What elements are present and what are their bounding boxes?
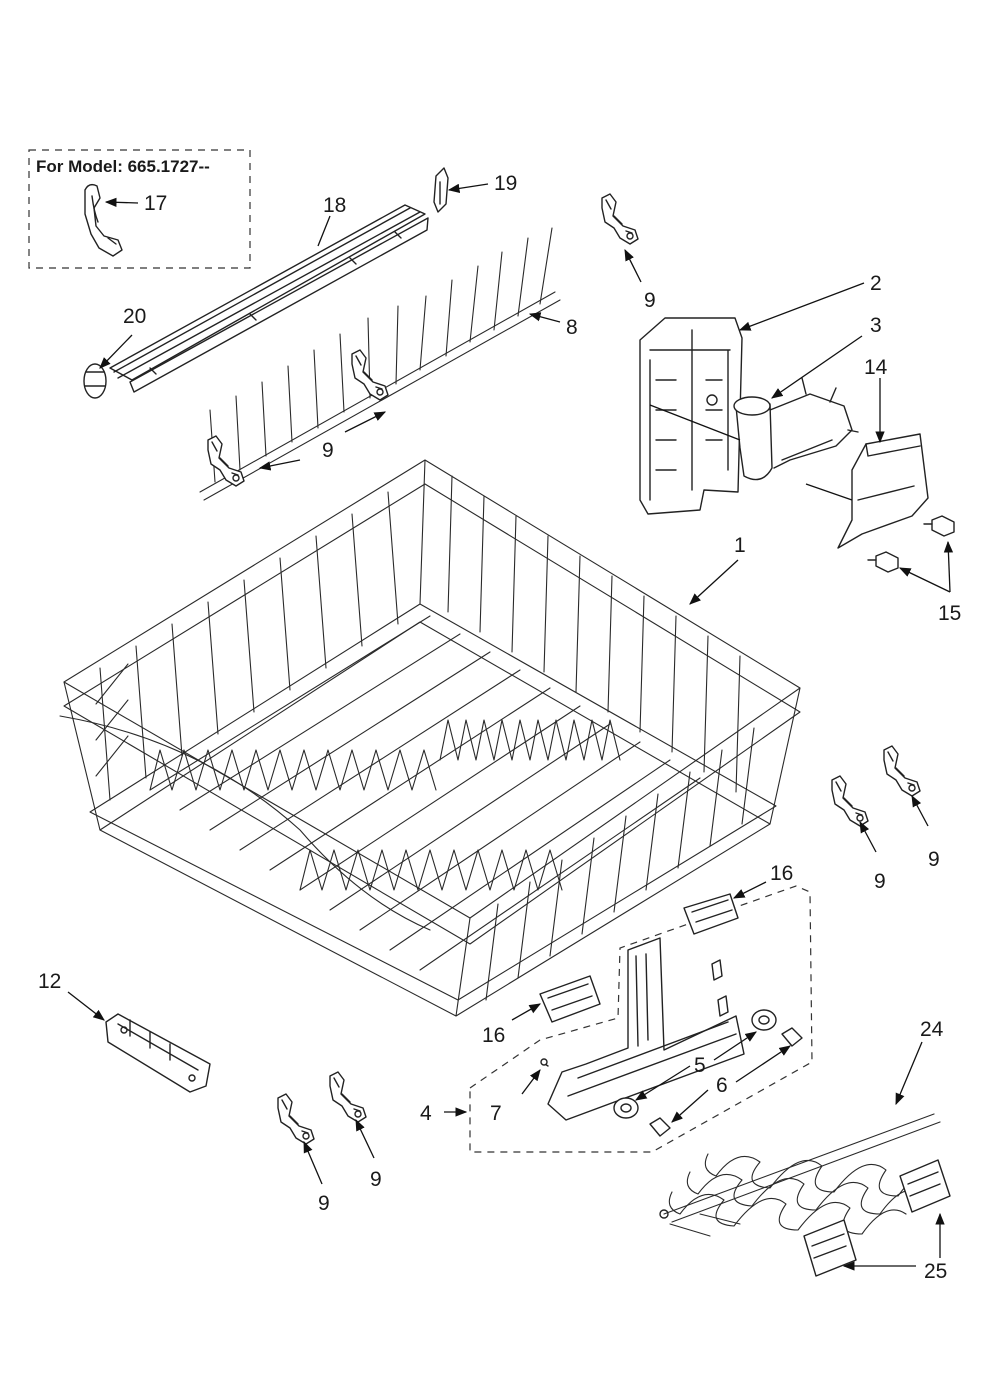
part-2-adjuster-housing (639, 317, 743, 515)
callout-9-right-b: 9 (874, 870, 886, 893)
part-18-rail (109, 204, 429, 393)
part-8-tine-row (199, 227, 561, 501)
callout-24: 24 (920, 1018, 944, 1041)
callout-9-top: 9 (644, 289, 656, 312)
callout-6: 6 (716, 1074, 728, 1097)
part-4-assembly-outline (469, 885, 813, 1153)
callout-12: 12 (38, 970, 61, 993)
part-25-clip-b (803, 1219, 857, 1277)
part-19-clip (433, 167, 449, 213)
callout-5: 5 (694, 1054, 706, 1077)
part-9-clip-top (601, 193, 639, 245)
part-9-clip-right-a (883, 745, 921, 797)
part-9-clip-bottom-b (329, 1071, 367, 1123)
callout-17: 17 (144, 192, 167, 215)
callout-8: 8 (566, 316, 578, 339)
callout-16-lower: 16 (482, 1024, 505, 1047)
callout-15: 15 (938, 602, 961, 625)
part-16-guide-upper (683, 893, 739, 935)
callout-3: 3 (870, 314, 882, 337)
part-7-pin (540, 1058, 549, 1067)
part-9-clip-right-b (831, 775, 869, 827)
callout-9-tine: 9 (322, 439, 334, 462)
part-5-wheel-b (613, 1097, 639, 1119)
part-17-clip (84, 183, 123, 257)
callout-9-bottom-b: 9 (370, 1168, 382, 1191)
model-note-box: For Model: 665.1727-- 17 (28, 149, 251, 269)
callout-19: 19 (494, 172, 517, 195)
part-6-axle-a (781, 1027, 803, 1047)
callout-14: 14 (864, 356, 888, 379)
part-12-bracket (105, 1013, 211, 1093)
callout-18: 18 (323, 194, 346, 217)
model-note-text: For Model: 665.1727-- (36, 157, 210, 176)
callout-25: 25 (924, 1260, 947, 1283)
part-3-adjuster (733, 377, 859, 481)
callout-20: 20 (123, 305, 146, 328)
part-24-wire-tine (659, 1113, 943, 1237)
callout-9-bottom-a: 9 (318, 1192, 330, 1215)
part-1-upper-rack (59, 459, 801, 1017)
part-5-wheel-a (751, 1009, 777, 1031)
part-15-screw-a (923, 515, 955, 537)
part-25-clip-a (899, 1159, 951, 1213)
part-9-clip-bottom-a (277, 1093, 315, 1145)
part-16-guide-lower (539, 975, 601, 1023)
callout-9-right-a: 9 (928, 848, 940, 871)
part-4-arm-track (547, 937, 745, 1121)
callout-4: 4 (420, 1102, 432, 1125)
callout-16-upper: 16 (770, 862, 793, 885)
part-6-axle-b (649, 1117, 671, 1137)
part-20-end-cap (83, 363, 107, 399)
callout-2: 2 (870, 272, 882, 295)
part-15-screw-b (867, 551, 899, 573)
part-9-clip-tine-a (351, 349, 389, 401)
part-14-cover (837, 433, 929, 549)
callout-7: 7 (490, 1102, 502, 1125)
callout-1: 1 (734, 534, 746, 557)
